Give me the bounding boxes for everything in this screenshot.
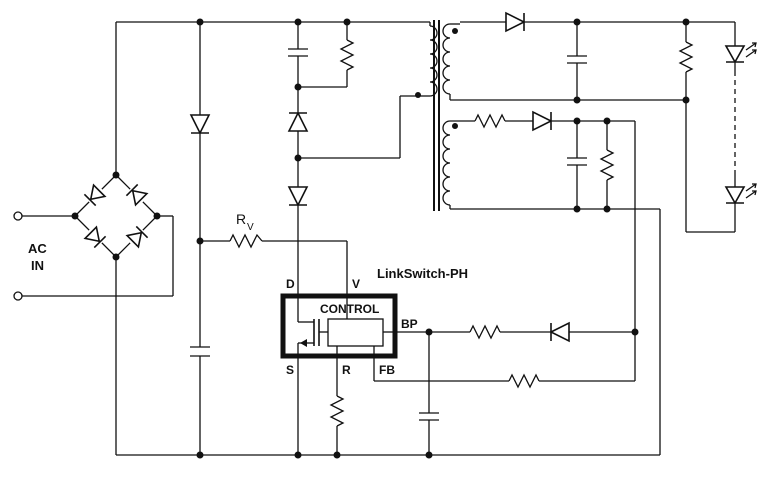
ac-terminal-bottom: [13, 291, 23, 301]
clamp-network: [287, 22, 418, 296]
bias-resistor: [474, 113, 506, 129]
r-pin-resistor: [329, 395, 345, 427]
bridge-rectifier: [71, 22, 161, 455]
bridge-diode-3: [82, 224, 108, 250]
bridge-diode-1: [82, 182, 108, 208]
mosfet-arrow: [300, 339, 307, 347]
ic-name-label: LinkSwitch-PH: [377, 266, 468, 281]
rv-label-sub: V: [247, 222, 254, 233]
linkswitch-ic: CONTROL LinkSwitch-PH D V S R FB BP: [280, 266, 468, 377]
pin-fb-label: FB: [379, 363, 395, 377]
led-bottom: [724, 186, 746, 205]
bias-winding: [442, 120, 451, 206]
led-string: [724, 22, 757, 232]
transformer: [415, 20, 475, 211]
control-label: CONTROL: [320, 302, 379, 316]
bridge-diode-2: [124, 182, 150, 208]
fb-resistor: [508, 373, 540, 389]
bias-supply: [450, 110, 661, 455]
output-bleeder-resistor: [678, 41, 694, 73]
input-diode: [189, 114, 211, 135]
clamp-resistor: [339, 39, 355, 71]
rv-resistor: R V: [200, 211, 348, 296]
ac-terminal-top: [13, 211, 23, 221]
pin-d-label: D: [286, 277, 295, 291]
ac-in-label-1: AC: [28, 241, 47, 256]
bridge-diode-4: [124, 224, 150, 250]
ic-package: [280, 293, 398, 359]
rv-label: R: [236, 211, 246, 227]
bias-diode: [532, 110, 553, 132]
ac-in-label-2: IN: [31, 258, 44, 273]
clamp-diode: [287, 111, 309, 132]
pin-r-label: R: [342, 363, 351, 377]
drain-diode: [287, 186, 309, 207]
primary-winding: [429, 25, 438, 97]
secondary-winding: [442, 23, 451, 95]
ic-connections: [297, 321, 639, 455]
led-top: [724, 45, 746, 64]
pin-s-label: S: [286, 363, 294, 377]
input-diode-branch: [189, 22, 211, 455]
output-diode: [505, 11, 526, 33]
output-stage: [450, 11, 735, 233]
pin-bp-label: BP: [401, 317, 418, 331]
bias-load-resistor: [599, 149, 615, 181]
bp-resistor: [469, 324, 501, 340]
control-block: [327, 318, 384, 347]
pin-v-label: V: [352, 277, 360, 291]
ac-input: AC IN: [13, 211, 174, 301]
rails: [116, 18, 660, 459]
